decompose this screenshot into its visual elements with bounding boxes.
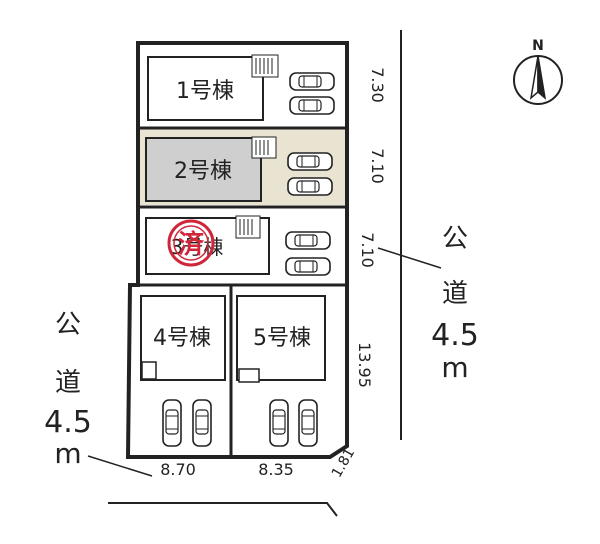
dim-lot4-width: 8.70 [160,460,196,479]
car-4a [162,399,182,447]
north-label: N [532,38,544,54]
car-1b [289,96,335,115]
west-road-leader [87,455,153,477]
car-2b [287,177,333,196]
car-2a [287,152,333,171]
east-road-width: 4.5 [431,318,479,353]
east-road-kanji-1: 公 [442,224,468,254]
house-2 [145,137,262,202]
car-4b [192,399,212,447]
car-1a [289,72,335,91]
north-arrow-icon: N [513,38,563,105]
east-road-kanji-2: 道 [442,279,468,309]
west-road-kanji-1: 公 [55,310,81,340]
east-road-unit: m [441,351,468,384]
east-road-leader [377,247,442,269]
entrance-steps-3 [235,215,261,239]
dim-corner: 1.81 [329,446,358,481]
west-road-kanji-2: 道 [55,368,81,398]
lot-label-1: 1号棟 [176,79,234,104]
house-1 [147,56,264,121]
entrance-steps-1 [251,54,279,78]
west-road-width: 4.5 [44,405,92,440]
entrance-porch-5 [238,368,260,383]
entrance-steps-2 [251,136,277,159]
house-5 [236,295,326,381]
sold-stamp: 済 [167,219,215,267]
car-3a [285,231,331,250]
sold-stamp-text: 済 [178,229,205,260]
west-road-unit: m [54,437,81,470]
car-5a [269,399,289,447]
lot-label-2: 2号棟 [174,159,232,184]
entrance-porch-4 [141,361,157,380]
dim-lot3-depth: 7.10 [358,232,377,268]
lot-label-4: 4号棟 [153,326,211,351]
dim-lot5-width: 8.35 [258,460,294,479]
dim-lot2-depth: 7.10 [368,148,387,184]
parking-cars [162,72,335,447]
south-road-edge [108,502,338,517]
lot-label-5: 5号棟 [253,326,311,351]
dim-lot45-depth: 13.95 [355,342,374,388]
car-5b [298,399,318,447]
dim-lot1-depth: 7.30 [368,67,387,103]
car-3b [285,257,331,276]
